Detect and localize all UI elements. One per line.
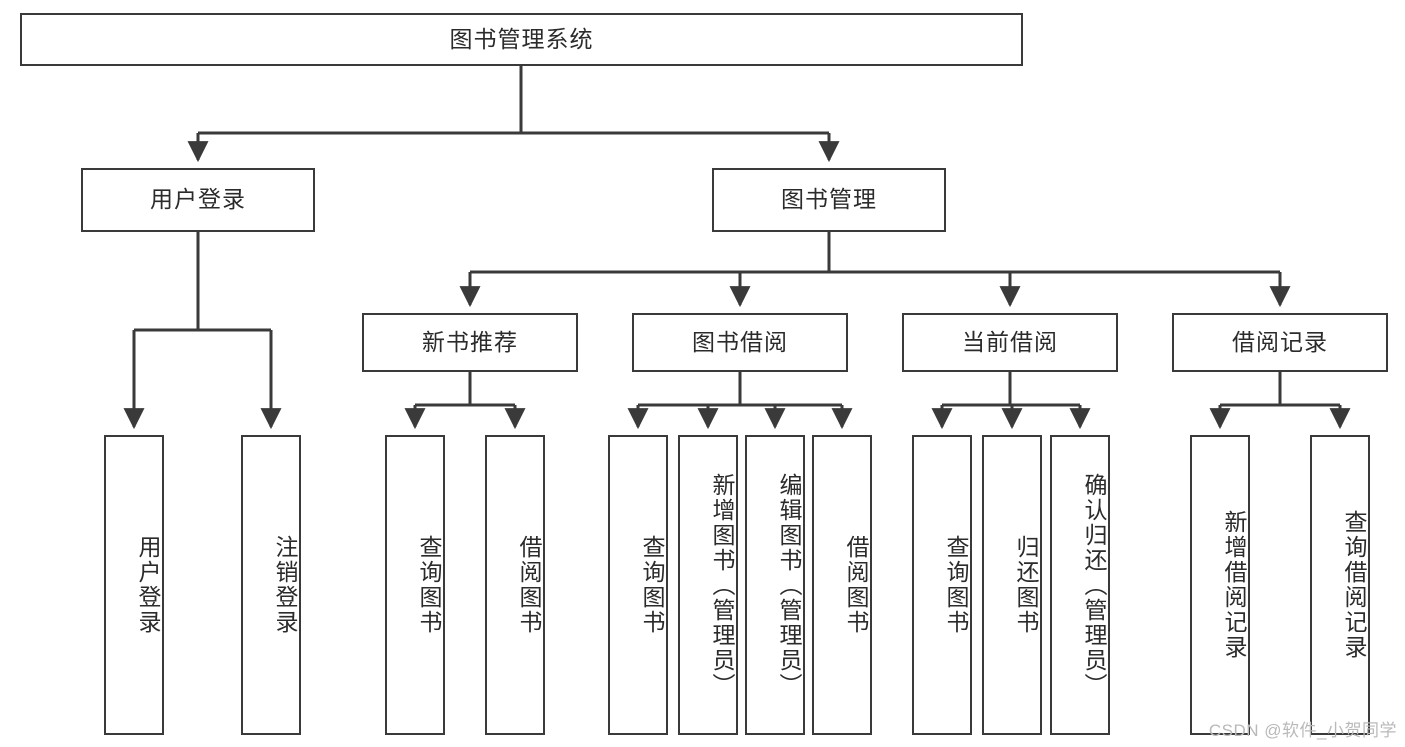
node-leaf-query-book-current-label: 查询图书	[943, 535, 969, 635]
node-leaf-borrow-book[interactable]: 借阅图书	[812, 435, 872, 735]
node-leaf-query-book-rec-label: 查询图书	[416, 535, 442, 635]
node-leaf-add-book[interactable]: 新增图书（管理员）	[678, 435, 738, 735]
node-leaf-confirm-return-label: 确认归还（管理员）	[1081, 472, 1107, 698]
node-leaf-user-login[interactable]: 用户登录	[104, 435, 164, 735]
node-current-borrow[interactable]: 当前借阅	[902, 313, 1118, 372]
node-leaf-borrow-book-rec[interactable]: 借阅图书	[485, 435, 545, 735]
node-user-login-label: 用户登录	[150, 186, 246, 213]
node-root[interactable]: 图书管理系统	[20, 13, 1023, 66]
node-leaf-return-book[interactable]: 归还图书	[982, 435, 1042, 735]
node-current-borrow-label: 当前借阅	[962, 328, 1058, 355]
node-leaf-add-borrow-record[interactable]: 新增借阅记录	[1190, 435, 1250, 735]
node-leaf-borrow-book-label: 借阅图书	[843, 535, 869, 635]
node-book-borrow[interactable]: 图书借阅	[632, 313, 848, 372]
node-leaf-borrow-book-rec-label: 借阅图书	[516, 535, 542, 635]
node-new-book-recommend[interactable]: 新书推荐	[362, 313, 578, 372]
node-leaf-query-book-current[interactable]: 查询图书	[912, 435, 972, 735]
node-leaf-add-book-label: 新增图书（管理员）	[709, 472, 735, 698]
node-leaf-query-borrow-record-label: 查询借阅记录	[1341, 510, 1367, 660]
node-leaf-edit-book[interactable]: 编辑图书（管理员）	[745, 435, 805, 735]
node-borrow-record-label: 借阅记录	[1232, 328, 1328, 355]
node-user-login[interactable]: 用户登录	[81, 168, 315, 232]
node-leaf-user-login-label: 用户登录	[135, 535, 161, 635]
node-new-book-recommend-label: 新书推荐	[422, 328, 518, 355]
node-leaf-confirm-return[interactable]: 确认归还（管理员）	[1050, 435, 1110, 735]
node-leaf-add-borrow-record-label: 新增借阅记录	[1221, 510, 1247, 660]
node-book-borrow-label: 图书借阅	[692, 328, 788, 355]
node-book-manage-label: 图书管理	[781, 186, 877, 213]
node-leaf-query-borrow-record[interactable]: 查询借阅记录	[1310, 435, 1370, 735]
node-root-label: 图书管理系统	[449, 25, 594, 52]
node-leaf-logout[interactable]: 注销登录	[241, 435, 301, 735]
node-borrow-record[interactable]: 借阅记录	[1172, 313, 1388, 372]
node-leaf-logout-label: 注销登录	[272, 535, 298, 635]
node-leaf-query-book-borrow-label: 查询图书	[639, 535, 665, 635]
node-leaf-edit-book-label: 编辑图书（管理员）	[776, 472, 802, 698]
node-leaf-query-book-rec[interactable]: 查询图书	[385, 435, 445, 735]
node-leaf-query-book-borrow[interactable]: 查询图书	[608, 435, 668, 735]
node-leaf-return-book-label: 归还图书	[1013, 535, 1039, 635]
csdn-watermark: CSDN @软件_小贺同学	[1208, 721, 1397, 740]
node-book-manage[interactable]: 图书管理	[712, 168, 946, 232]
